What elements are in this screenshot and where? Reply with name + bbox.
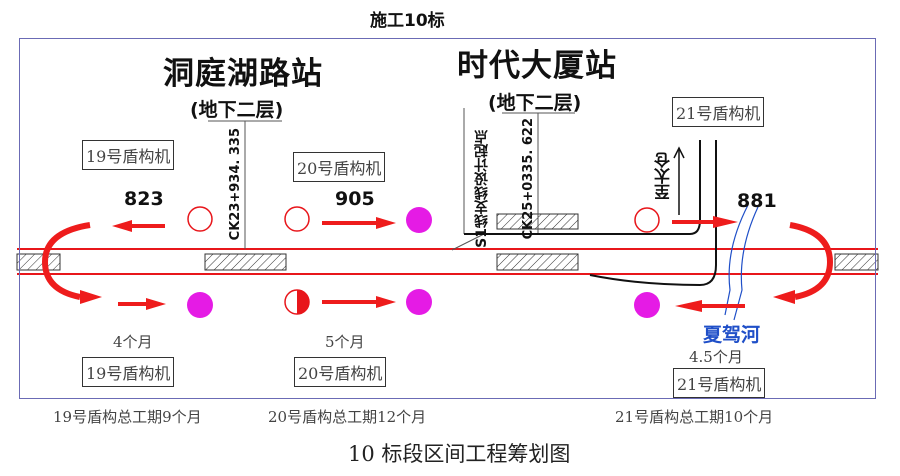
diagram-frame (19, 38, 876, 399)
month-19: 4个月 (113, 333, 153, 351)
arrow-19-bottom (118, 298, 166, 310)
platform-dongtinghu (204, 253, 287, 271)
total-duration-20: 20号盾构总工期12个月 (268, 408, 427, 426)
arrow-21-bottom (675, 300, 745, 312)
start-circle-21 (634, 207, 660, 233)
machine-19-bottom-label: 19号盾构机 (82, 357, 175, 387)
river-line-2 (733, 206, 759, 321)
distance-905: 905 (335, 188, 375, 210)
platform-shidai (496, 253, 579, 271)
total-duration-19: 19号盾构总工期9个月 (53, 408, 202, 426)
finish-circle-19 (187, 292, 213, 318)
uturn-right (789, 222, 834, 300)
distance-823: 823 (124, 188, 164, 210)
month-21: 4.5个月 (689, 348, 743, 366)
distance-881: 881 (737, 190, 777, 212)
finish-circle-21 (634, 292, 660, 318)
machine-19-top-label: 19号盾构机 (82, 140, 175, 170)
uturn-left (41, 222, 91, 300)
start-circle-19 (187, 206, 213, 232)
platform-right-edge (834, 253, 879, 271)
to-taicang-label: 至太仓 (654, 152, 673, 200)
river-label: 夏驾河 (703, 324, 761, 346)
halfway-circle-20 (284, 289, 310, 315)
total-duration-21: 21号盾构总工期10个月 (615, 408, 774, 426)
header-title: 施工10标 (370, 11, 445, 31)
s1-branch-line-2 (589, 140, 717, 287)
diagram-caption: 10 标段区间工程筹划图 (348, 442, 571, 466)
platform-left-edge (16, 253, 61, 271)
station-level-shidai: (地下二层) (488, 92, 582, 114)
month-20: 5个月 (325, 333, 365, 351)
chainage-label-shidai: CK25+0335. 622 (521, 118, 536, 240)
arrow-20-bottom (322, 296, 396, 308)
machine-20-bottom-label: 20号盾构机 (294, 357, 387, 387)
finish-circle-20-top (406, 207, 432, 233)
arrow-881-right (672, 216, 738, 228)
finish-circle-20-bottom (406, 289, 432, 315)
machine-20-top-label: 20号盾构机 (293, 152, 386, 182)
machine-21-bottom-label: 21号盾构机 (673, 368, 766, 398)
start-circle-20 (284, 206, 310, 232)
machine-21-top-label: 21号盾构机 (672, 97, 765, 127)
arrow-823-left (112, 220, 165, 232)
station-name-dongtinghu: 洞庭湖路站 (163, 56, 323, 92)
station-level-dongtinghu: (地下二层) (190, 99, 284, 121)
s1-start-label: S1线支线设计起点 (474, 130, 490, 248)
station-name-shidai: 时代大厦站 (457, 48, 617, 84)
arrow-905-right (322, 217, 396, 229)
chainage-label-dongtinghu: CK23+934. 335 (228, 128, 243, 241)
